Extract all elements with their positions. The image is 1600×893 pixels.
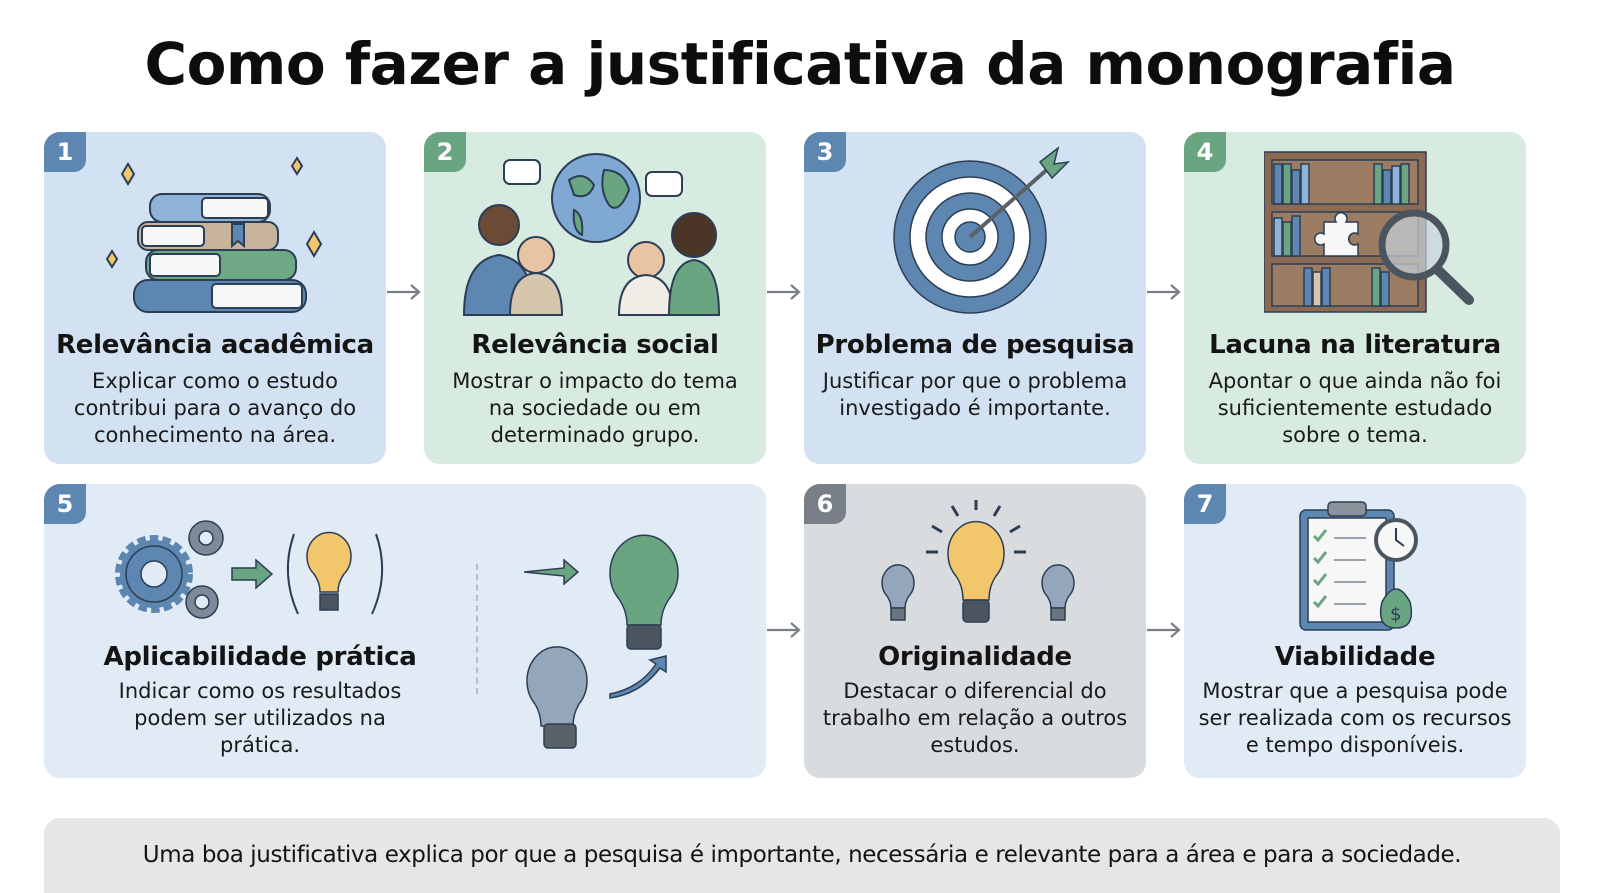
card-title: Viabilidade	[1274, 642, 1436, 672]
arrow-right-icon	[1147, 622, 1181, 638]
page-title: Como fazer a justificativa da monografia	[144, 30, 1456, 98]
card-description: Mostrar o impacto do tema na sociedade o…	[452, 369, 738, 447]
card-lacuna-na-literatura: 4 Lacuna na literatura Apontar o que ain…	[1184, 132, 1526, 464]
clipboard-clock-money-icon: $	[1299, 501, 1418, 631]
card-description: Indicar como os resultados podem ser uti…	[118, 679, 402, 757]
step-badge: 2	[424, 132, 466, 172]
gears-lightbulb-icon	[115, 520, 384, 619]
arrow-right-icon	[1147, 284, 1181, 300]
lightbulbs-growth-icon	[524, 534, 679, 749]
card-title: Relevância social	[471, 330, 719, 360]
step-badge: 3	[804, 132, 846, 172]
card-description: Explicar como o estudo contribui para o …	[73, 369, 357, 447]
divider	[476, 564, 478, 694]
card-description: Mostrar que a pesquisa pode ser realizad…	[1198, 679, 1512, 757]
card-title: Lacuna na literatura	[1209, 330, 1501, 360]
card-title: Originalidade	[878, 642, 1072, 672]
arrow-right-icon	[387, 284, 421, 300]
card-relevancia-social: 2 Relevância social Mostrar o impacto do…	[424, 132, 766, 464]
target-arrow-icon	[893, 146, 1071, 314]
card-aplicabilidade-pratica: 5 Aplicabilidade prática Indicar co	[44, 484, 766, 778]
step-badge: 1	[44, 132, 86, 172]
svg-text:$: $	[1390, 604, 1401, 625]
card-title: Problema de pesquisa	[815, 330, 1135, 360]
summary-text: Uma boa justificativa explica por que a …	[142, 842, 1462, 868]
arrow-right-icon	[767, 284, 801, 300]
step-badge: 7	[1184, 484, 1226, 524]
card-originalidade: 6 Originalidade Destacar o diferencial d…	[804, 484, 1146, 778]
bookshelf-magnifier-icon	[1264, 151, 1474, 313]
card-problema-de-pesquisa: 3 Problema de pesquisa Justificar por qu…	[804, 132, 1146, 464]
step-badge: 5	[44, 484, 86, 524]
card-description: Justificar por que o problema investigad…	[822, 369, 1128, 420]
books-stack-icon	[105, 156, 323, 313]
card-description: Destacar o diferencial do trabalho em re…	[822, 679, 1128, 757]
lightbulbs-icon	[881, 500, 1075, 623]
step-badge: 4	[1184, 132, 1226, 172]
arrow-right-icon	[767, 622, 801, 638]
card-title: Relevância acadêmica	[56, 330, 374, 360]
people-globe-icon	[462, 153, 721, 316]
card-description: Apontar o que ainda não foi suficienteme…	[1208, 369, 1502, 447]
step-badge: 6	[804, 484, 846, 524]
card-viabilidade: 7 $ Viabilidade Mostrar que a pesquisa p…	[1184, 484, 1526, 778]
card-relevancia-academica: 1 Relevância acadêmica Explicar como o e…	[44, 132, 386, 464]
summary-banner: Uma boa justificativa explica por que a …	[44, 818, 1560, 893]
card-title: Aplicabilidade prática	[103, 642, 417, 672]
